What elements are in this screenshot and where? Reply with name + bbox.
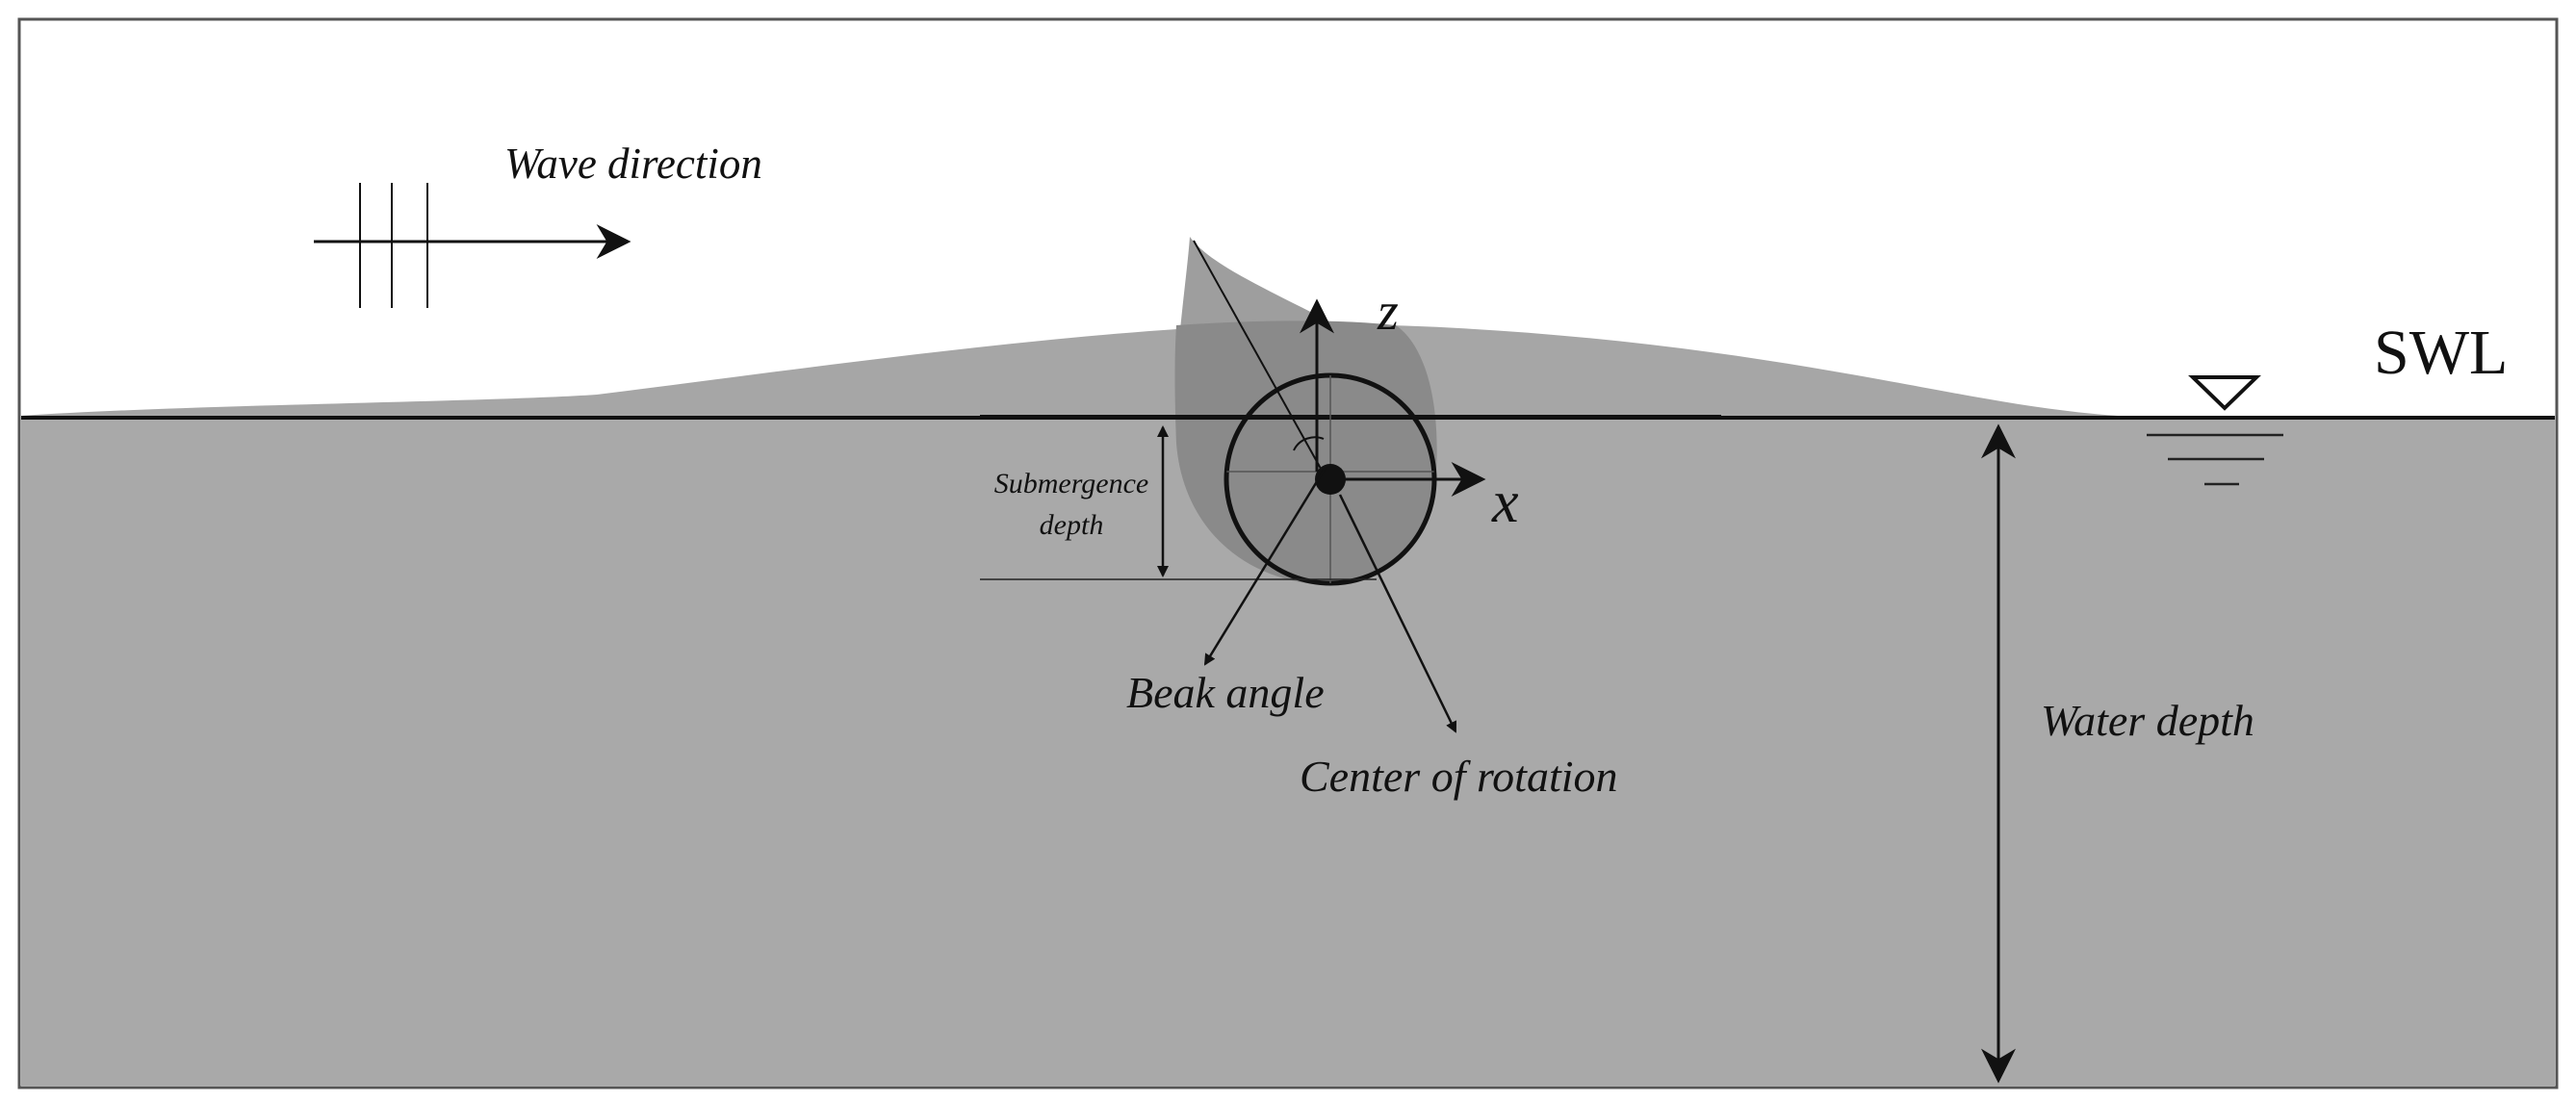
swl-label: SWL bbox=[2374, 318, 2508, 388]
x-axis-label: x bbox=[1491, 470, 1519, 535]
submergence-depth-label-line1: Submergence bbox=[994, 468, 1149, 499]
wave-direction-label: Wave direction bbox=[504, 140, 762, 188]
beak-angle-label: Beak angle bbox=[1126, 668, 1325, 717]
beak-angle-ray bbox=[1193, 240, 1326, 476]
submergence-depth-label-line2: depth bbox=[1040, 509, 1104, 541]
wave-fronts bbox=[359, 183, 428, 308]
z-axis-label: z bbox=[1377, 282, 1399, 342]
beak-angle-leader bbox=[1203, 465, 1328, 666]
water-depth-label: Water depth bbox=[2041, 696, 2254, 745]
beak-angle-arc bbox=[1293, 436, 1325, 451]
device-body bbox=[1174, 320, 1437, 585]
water-level-icon bbox=[2147, 375, 2283, 486]
center-of-rotation-label: Center of rotation bbox=[1300, 752, 1618, 801]
center-of-rotation-leader bbox=[1338, 494, 1457, 733]
